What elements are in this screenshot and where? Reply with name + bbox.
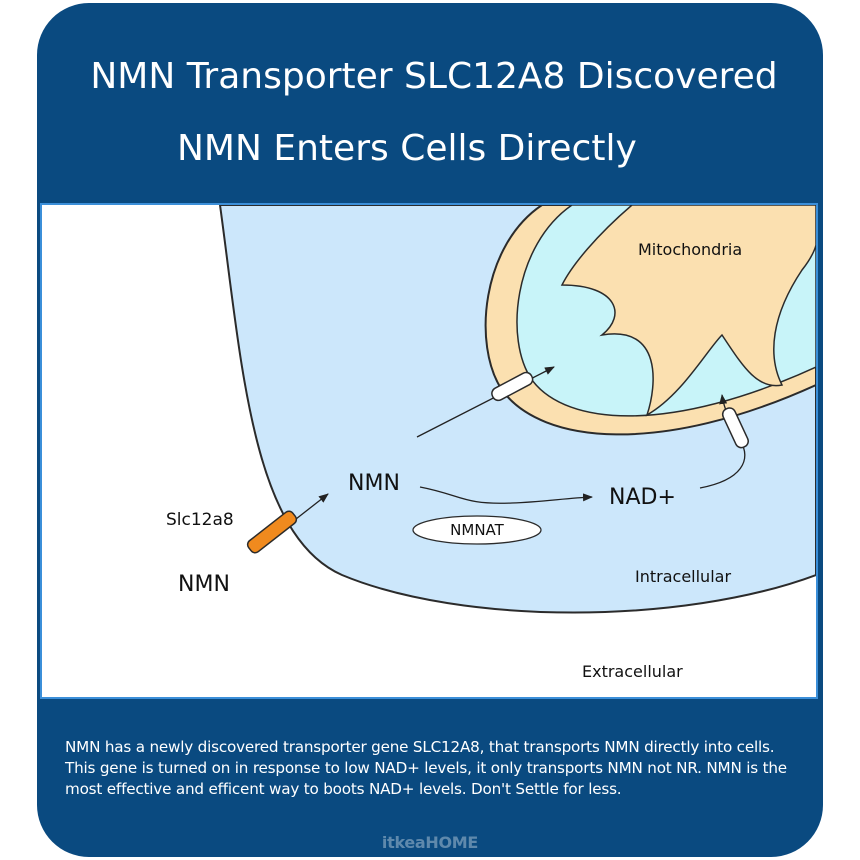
mitochondria-nad-transporter (721, 407, 749, 449)
infographic-card: NMN Transporter SLC12A8 Discovered NMN E… (37, 3, 823, 857)
cell-diagram-svg: NMNAT Mitochondria NMN NAD+ Slc12a8 NMN … (166, 205, 816, 681)
mitochondria-label: Mitochondria (638, 240, 742, 259)
watermark: itkeaHOME (381, 833, 479, 852)
title-line-1: NMN Transporter SLC12A8 Discovered (90, 56, 778, 97)
nmn-to-nad-arrow (419, 486, 593, 504)
mitochondria-matrix (560, 205, 816, 417)
nad-plus-label: NAD+ (609, 485, 676, 510)
cell-diagram: NMNAT Mitochondria NMN NAD+ Slc12a8 NMN … (40, 203, 818, 699)
nmnat-enzyme (412, 515, 542, 545)
nmn-extracellular-label: NMN (178, 572, 230, 597)
nmn-intracellular-label: NMN (348, 471, 400, 496)
description-text: NMN has a newly discovered transporter g… (65, 738, 787, 798)
mitochondria-nmn-transporter (491, 371, 534, 402)
slc12a8-transporter (246, 510, 298, 554)
intracellular-label: Intracellular (635, 567, 731, 586)
extracellular-label: Extracellular (582, 662, 683, 681)
title-line-2: NMN Enters Cells Directly (177, 128, 637, 169)
nmnat-label: NMNAT (450, 521, 504, 539)
slc12a8-label: Slc12a8 (166, 510, 234, 530)
